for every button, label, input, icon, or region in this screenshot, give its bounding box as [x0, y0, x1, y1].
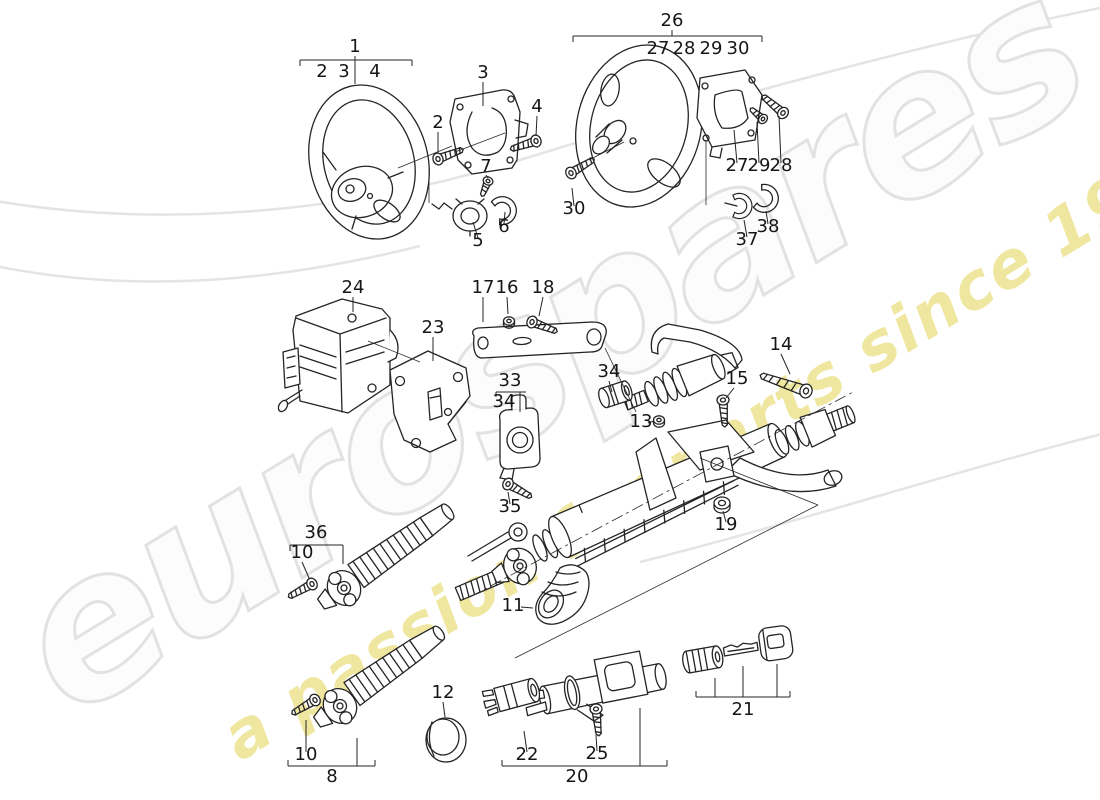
callout-38: 38 — [757, 216, 780, 237]
intermediate-shaft-lower — [305, 625, 446, 739]
callout-10: 10 — [295, 744, 318, 765]
leader-lines — [287, 30, 854, 767]
callout-34: 34 — [493, 391, 516, 412]
callout-23: 23 — [422, 317, 445, 338]
clip-37-wire — [724, 202, 738, 207]
callout-30: 30 — [563, 198, 586, 219]
swoosh-curve-left — [0, 244, 421, 283]
nut-13 — [652, 415, 666, 428]
steering-column-assembly — [454, 405, 856, 602]
callout-2: 2 — [316, 61, 327, 82]
callout-8: 8 — [326, 766, 337, 787]
callout-36: 36 — [305, 522, 328, 543]
adjust-motor-24 — [277, 298, 399, 414]
upper-column-shaft — [622, 323, 743, 411]
nut-19 — [713, 496, 731, 514]
callout-29: 29 — [700, 38, 723, 59]
callout-12: 12 — [432, 682, 455, 703]
callout-27: 27 — [726, 155, 749, 176]
callout-24: 24 — [342, 277, 365, 298]
support-arm-17 — [472, 321, 607, 359]
callout-3: 3 — [477, 62, 488, 83]
callout-28: 28 — [770, 155, 793, 176]
callout-7: 7 — [480, 156, 491, 177]
callout-34: 34 — [598, 361, 621, 382]
swoosh-curve-bottom — [639, 433, 1100, 564]
callout-13: 13 — [630, 411, 653, 432]
steering-boot-11 — [535, 564, 590, 625]
callout-29: 29 — [748, 155, 771, 176]
sensor-33 — [498, 394, 541, 481]
callout-25: 25 — [586, 743, 609, 764]
callout-20: 20 — [566, 766, 589, 787]
ignition-lock-housing — [522, 650, 667, 722]
steering-wheel-right — [575, 44, 703, 208]
callout-37: 37 — [736, 229, 759, 250]
callout-14: 14 — [770, 334, 793, 355]
steering-wheel-left — [308, 84, 430, 240]
bushing-34 — [598, 380, 633, 409]
callout-22: 22 — [516, 744, 539, 765]
callout-15: 15 — [726, 368, 749, 389]
callout-33: 33 — [499, 370, 522, 391]
airbag-bracket — [449, 89, 529, 175]
callout-30: 30 — [727, 38, 750, 59]
swoosh-curve-top — [0, 6, 1100, 216]
diagram-linework — [277, 44, 856, 763]
ignition-switch-22 — [481, 677, 541, 717]
cover-cap-12 — [425, 717, 467, 763]
callout-21: 21 — [732, 699, 755, 720]
lock-cylinder-and-key-21 — [682, 625, 794, 674]
callout-35: 35 — [499, 496, 522, 517]
callout-6: 6 — [498, 216, 509, 237]
screw-7 — [476, 174, 495, 199]
callout-3: 3 — [338, 61, 349, 82]
watermark-brand-text: eurospares — [0, 0, 1100, 762]
contact-unit-5 — [431, 198, 488, 237]
callout-1: 1 — [349, 36, 360, 57]
callout-4: 4 — [369, 61, 380, 82]
callout-19: 19 — [715, 514, 738, 535]
callout-26: 26 — [661, 10, 684, 31]
mount-plate-27 — [696, 69, 763, 159]
callout-28: 28 — [673, 38, 696, 59]
callout-4: 4 — [531, 96, 542, 117]
callout-5: 5 — [472, 230, 483, 251]
callout-18: 18 — [532, 277, 555, 298]
watermark: eurospares a passion for parts since 198… — [0, 0, 1100, 776]
intermediate-shaft-upper — [309, 503, 528, 621]
callout-11: 11 — [502, 595, 525, 616]
callout-16: 16 — [496, 277, 519, 298]
callout-17: 17 — [472, 277, 495, 298]
callout-27: 27 — [647, 38, 670, 59]
mount-bracket-23 — [389, 350, 471, 453]
callout-10: 10 — [291, 542, 314, 563]
callout-2: 2 — [432, 112, 443, 133]
